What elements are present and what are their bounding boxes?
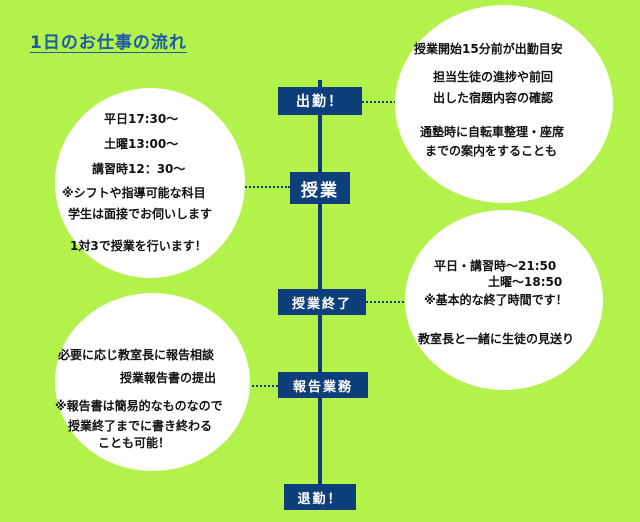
connector-lesson-end	[366, 301, 408, 303]
arrival-note-3: 出した宿題内容の確認	[433, 91, 554, 105]
connector-arrival	[362, 101, 408, 103]
lesson-note-2: 土曜13:00〜	[104, 137, 179, 151]
arrival-note-4: 通塾時に自転車整理・座席	[420, 125, 565, 139]
report-notes-circle	[55, 293, 250, 471]
report-note-4: 授業終了までに書き終わる	[68, 419, 213, 433]
end-note-3: ※基本的な終了時間です！	[424, 293, 568, 307]
stage-leave-label: 退勤！	[284, 484, 356, 510]
arrival-note-2: 担当生徒の進捗や前回	[433, 70, 554, 84]
arrival-note-5: までの案内をすることも	[425, 144, 558, 158]
lesson-note-1: 平日17:30〜	[104, 112, 179, 126]
stage-lesson-label: 授業	[290, 172, 350, 204]
end-notes-circle	[405, 210, 603, 390]
arrival-notes-circle	[395, 5, 613, 203]
lesson-notes-circle	[55, 88, 245, 278]
connector-report	[248, 385, 278, 387]
report-note-2: 授業報告書の提出	[120, 371, 217, 385]
arrival-note-1: 授業開始15分前が出勤目安	[414, 42, 563, 56]
lesson-note-4: ※シフトや指導可能な科目	[62, 186, 206, 200]
page-title: 1日のお仕事の流れ	[30, 33, 187, 53]
report-note-3: ※報告書は簡易的なものなので	[55, 399, 223, 413]
report-note-5: ことも可能！	[98, 436, 171, 450]
lesson-note-6: 1対3で授業を行います！	[70, 239, 207, 253]
end-note-1: 平日・講習時〜21:50	[434, 259, 557, 273]
lesson-note-5: 学生は面接でお伺いします	[68, 207, 213, 221]
end-note-2: 土曜〜18:50	[488, 275, 563, 289]
end-note-4: 教室長と一緒に生徒の見送り	[418, 332, 575, 346]
stage-arrival-label: 出勤！	[278, 87, 362, 115]
lesson-note-3: 講習時12：30〜	[92, 162, 186, 176]
stage-lesson-end-label: 授業終了	[278, 289, 366, 315]
connector-lesson	[238, 186, 290, 188]
stage-report-label: 報告業務	[278, 372, 368, 398]
report-note-1: 必要に応じ教室長に報告相談	[58, 348, 215, 362]
